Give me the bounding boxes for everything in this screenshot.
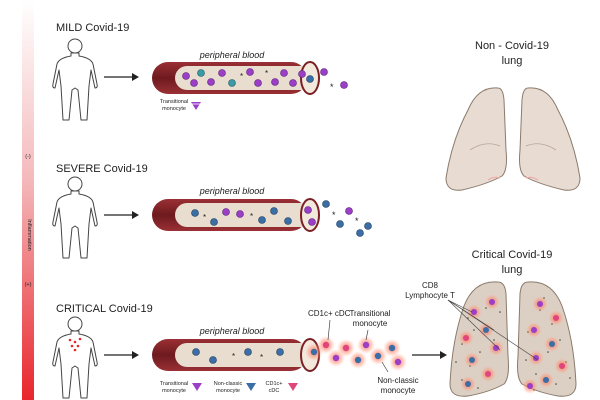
critical-lung-title-line1: Critical Covid-19	[472, 249, 553, 261]
critical-vessel-label: peripheral blood	[199, 326, 266, 336]
critical-to-lung-arrow	[412, 351, 447, 359]
severe-body-icon	[52, 176, 98, 259]
svg-text:*: *	[355, 216, 359, 226]
severe-cells: * * * *	[191, 200, 372, 237]
normal-lung-title-line2: lung	[502, 55, 523, 67]
critical-body-icon	[52, 316, 98, 399]
svg-text:*: *	[250, 212, 253, 221]
critical-lung-title-line2: lung	[502, 264, 523, 276]
cd8-label-line2: Lymphocyte T	[405, 291, 455, 300]
inflammation-gradient-bar	[22, 0, 34, 400]
callout-transitional-line2: monocyte	[353, 319, 388, 328]
callout-transitional-line1: Transitional	[349, 309, 390, 318]
mild-body-icon	[52, 38, 98, 121]
legend-cd1c-triangle-icon	[288, 383, 298, 391]
inflammation-minus-label: (-)	[25, 154, 31, 160]
legend-nonclassic-line2: monocyte	[216, 388, 240, 394]
mild-legend-line1: Transitional	[160, 99, 188, 105]
callout-cd1c-cdc: CD1c+ cDC	[308, 309, 351, 318]
cd8-label-line1: CD8	[422, 281, 439, 290]
mild-vessel-label: peripheral blood	[199, 50, 266, 60]
critical-vessel-cells: * *	[192, 348, 284, 364]
cd8-callout-lines	[447, 299, 539, 361]
inflammation-axis-label: Inflammation	[26, 219, 32, 251]
critical-blood-vessel	[152, 338, 320, 372]
severe-vessel-label: peripheral blood	[199, 186, 266, 196]
legend-transitional-line1: Transitional	[160, 381, 188, 387]
critical-row-title: CRITICAL Covid-19	[56, 303, 153, 315]
inflammation-plus-label: (+)	[25, 282, 32, 288]
severe-row-title: SEVERE Covid-19	[56, 163, 148, 175]
svg-text:*: *	[260, 353, 263, 362]
mild-legend-line2: monocyte	[162, 106, 186, 112]
legend-nonclassic-triangle-icon	[246, 383, 256, 391]
callout-nonclassic-line1: Non-classic	[377, 376, 418, 385]
svg-text:*: *	[265, 69, 268, 78]
svg-text:*: *	[332, 210, 336, 220]
critical-lung-cells	[458, 294, 570, 394]
svg-text:*: *	[232, 352, 235, 361]
svg-text:*: *	[330, 82, 334, 92]
severe-arrow	[104, 211, 139, 219]
critical-inflamed-cells	[305, 336, 407, 371]
severe-blood-vessel	[152, 198, 320, 232]
critical-arrow	[104, 351, 139, 359]
callout-nonclassic-line2: monocyte	[381, 386, 416, 395]
legend-cd1c-line2: cDC	[269, 388, 280, 394]
legend-transitional-triangle-icon	[192, 383, 202, 391]
legend-transitional-line2: monocyte	[162, 388, 186, 394]
mild-arrow	[104, 73, 139, 81]
mild-legend-triangle-icon	[191, 102, 201, 110]
critical-legend: Transitional monocyte Non-classic monocy…	[160, 381, 298, 394]
legend-cd1c-line1: CD1c+	[266, 381, 283, 387]
svg-text:*: *	[203, 213, 206, 222]
normal-lungs-illustration	[445, 87, 581, 191]
critical-body-inflammation-dots	[68, 337, 82, 352]
legend-nonclassic-line1: Non-classic	[214, 381, 243, 387]
critical-callout-lines	[327, 319, 389, 373]
mild-blood-vessel	[152, 61, 320, 95]
mild-row-title: MILD Covid-19	[56, 22, 129, 34]
normal-lung-title-line1: Non - Covid-19	[475, 40, 549, 52]
svg-text:*: *	[240, 72, 243, 81]
mild-cells: * * *	[182, 68, 348, 92]
